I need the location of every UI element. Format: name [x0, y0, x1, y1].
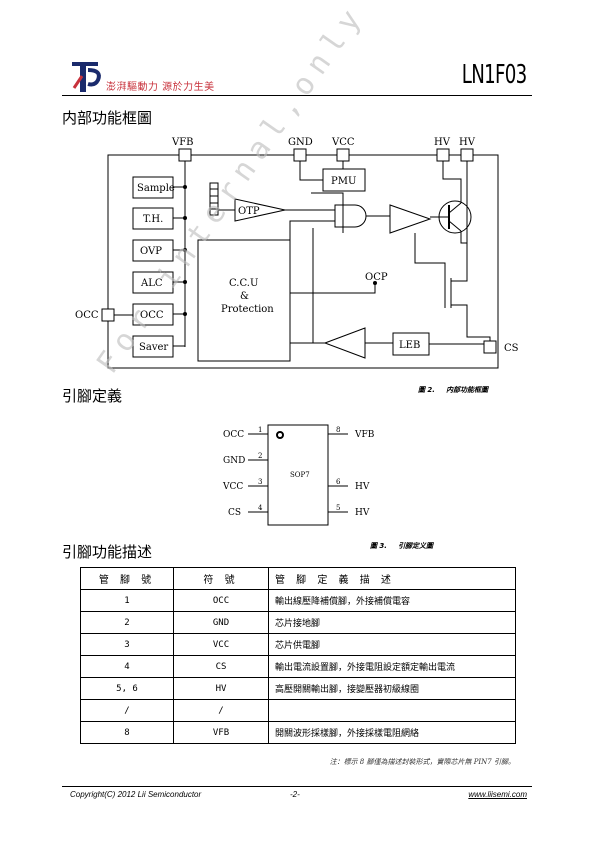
pin-label-hv1: HV: [434, 137, 451, 148]
pin-label-occ: OCC: [75, 310, 99, 321]
figure-3-text: 引腳定义圖: [398, 542, 434, 550]
header-pin-number: 管 腳 號: [80, 567, 174, 590]
cell-description: 輸出電流設置腳，外接電阻設定額定輸出電流: [268, 655, 516, 678]
cell-pin: 5, 6: [80, 677, 174, 700]
block-leb: LEB: [399, 340, 420, 351]
pin-label-gnd: GND: [288, 137, 313, 148]
pin4-number: 4: [258, 504, 263, 512]
cell-pin: 2: [80, 611, 174, 634]
pin4-label: CS: [228, 508, 241, 518]
pin-hv1: [436, 148, 450, 162]
table-row: 8 VFB 開關波形採樣腳，外接採樣電阻網絡: [80, 721, 516, 744]
pin-vfb: [178, 148, 192, 162]
cell-pin: 1: [80, 589, 174, 612]
section-title-pin-definition: 引腳定義: [62, 387, 123, 405]
pin5-label: HV: [355, 508, 370, 518]
cell-symbol: HV: [173, 677, 269, 700]
cell-description: 開關波形採樣腳，外接採樣電阻網絡: [268, 721, 516, 744]
pin-cs: [483, 340, 497, 354]
cell-symbol: OCC: [173, 589, 269, 612]
block-th: T.H.: [143, 214, 163, 225]
figure-2-caption: 圖 2. 内部功能框圖: [418, 377, 488, 396]
pin-label-cs: CS: [504, 343, 519, 354]
cell-description: [268, 699, 516, 722]
cell-description: 高壓開關輸出腳，接變壓器初級線圈: [268, 677, 516, 700]
cell-symbol: GND: [173, 611, 269, 634]
pin-label-vcc: VCC: [331, 137, 355, 148]
pin2-number: 2: [258, 452, 262, 460]
footer-rule: [62, 786, 532, 787]
table-row: / /: [80, 699, 516, 722]
block-diagram: VFB GND VCC HV HV OCC CS Sample T.H. OVP…: [75, 137, 519, 369]
block-ccu-line2: &: [240, 291, 249, 302]
cell-symbol: VCC: [173, 633, 269, 656]
cell-pin: 4: [80, 655, 174, 678]
cell-description: 芯片供電腳: [268, 633, 516, 656]
cell-description: 輸出線壓降補償腳，外接補償電容: [268, 589, 516, 612]
pin2-label: GND: [223, 456, 245, 466]
header-symbol: 符 號: [173, 567, 269, 590]
header-rule: [62, 95, 532, 96]
cell-pin: 3: [80, 633, 174, 656]
pin5-number: 5: [336, 504, 340, 512]
cell-symbol: CS: [173, 655, 269, 678]
pin8-number: 8: [336, 426, 340, 434]
footer-page-number: -2-: [290, 790, 300, 799]
table-row: 1 OCC 輸出線壓降補償腳，外接補償電容: [80, 589, 516, 612]
pin-hv2: [460, 148, 474, 162]
figure-3-caption: 圖 3. 引腳定义圖: [370, 533, 433, 552]
table-row: 3 VCC 芯片供電腳: [80, 633, 516, 656]
block-occ: OCC: [140, 310, 164, 321]
section-title-block-diagram: 内部功能框圖: [62, 109, 153, 127]
pin-occ: [101, 308, 115, 322]
cell-symbol: VFB: [173, 721, 269, 744]
block-alc: ALC: [140, 278, 163, 289]
header-description: 管 腳 定 義 描 述: [268, 567, 516, 590]
block-saver: Saver: [139, 342, 168, 353]
pin-gnd: [293, 148, 307, 162]
package-diagram: SOP7 1 OCC 2 GND 3 VCC 4 CS 8 VFB 6 HV 5…: [222, 424, 375, 526]
table-note: 注：標示 8 腳僅為描述封裝形式，實際芯片無 PIN7 引腳。: [329, 758, 515, 766]
cell-symbol: /: [173, 699, 269, 722]
table-header-row: 管 腳 號 符 號 管 腳 定 義 描 述: [80, 567, 516, 590]
figure-2-number: 圖 2.: [418, 386, 435, 394]
pin-vcc: [336, 148, 350, 162]
company-logo: [72, 62, 101, 92]
figure-3-number: 圖 3.: [370, 542, 387, 550]
pin6-label: HV: [355, 482, 370, 492]
pin-description-table: 管 腳 號 符 號 管 腳 定 義 描 述 1 OCC 輸出線壓降補償腳，外接補…: [80, 567, 516, 744]
pin3-number: 3: [258, 478, 262, 486]
pin3-label: VCC: [222, 482, 243, 492]
company-slogan: 澎湃驅動力 源於力生美: [106, 82, 215, 93]
block-ocp: OCP: [365, 272, 388, 283]
table-row: 2 GND 芯片接地腳: [80, 611, 516, 634]
pin1-number: 1: [258, 426, 262, 434]
table-row: 4 CS 輸出電流設置腳，外接電阻設定額定輸出電流: [80, 655, 516, 678]
block-otp: OTP: [238, 206, 260, 217]
footer-copyright: Copyright(C) 2012 Lii Semiconductor: [70, 790, 202, 799]
block-sample: Sample: [137, 183, 175, 194]
figure-2-text: 内部功能框圖: [446, 386, 489, 394]
cell-pin: 8: [80, 721, 174, 744]
footer-website-link[interactable]: www.liisemi.com: [468, 790, 527, 799]
pin8-label: VFB: [354, 430, 375, 440]
part-number: LN1F03: [462, 60, 527, 90]
block-pmu: PMU: [331, 176, 356, 187]
pin-label-hv2: HV: [459, 137, 476, 148]
package-name: SOP7: [290, 471, 310, 479]
pin-label-vfb: VFB: [171, 137, 194, 148]
section-title-pin-description: 引腳功能描述: [62, 543, 153, 561]
table-row: 5, 6 HV 高壓開關輸出腳，接變壓器初級線圈: [80, 677, 516, 700]
cell-pin: /: [80, 699, 174, 722]
cell-description: 芯片接地腳: [268, 611, 516, 634]
block-ccu-line3: Protection: [221, 304, 274, 315]
block-ccu-line1: C.C.U: [229, 278, 258, 289]
pin6-number: 6: [336, 478, 341, 486]
pin1-label: OCC: [223, 430, 244, 440]
block-ovp: OVP: [140, 246, 162, 257]
